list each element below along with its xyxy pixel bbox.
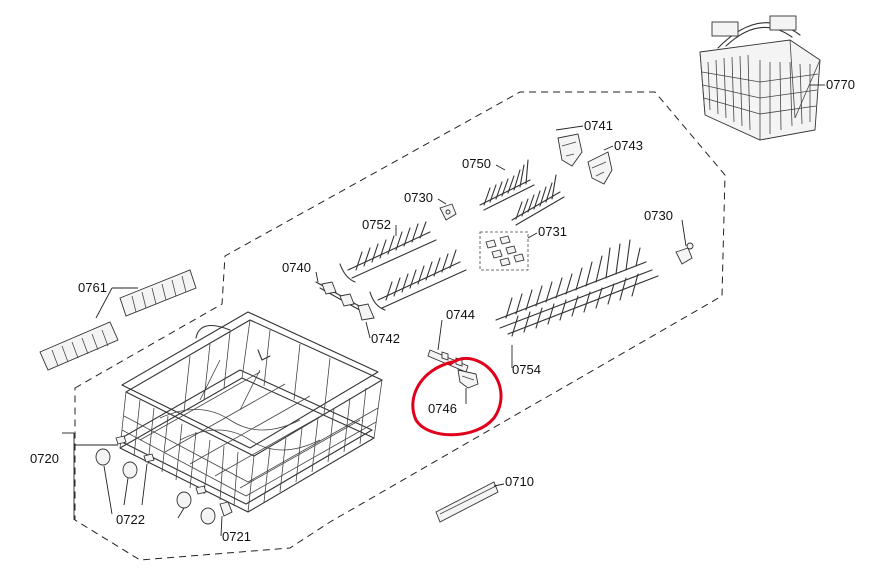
label-0730-upper: 0730 (404, 190, 433, 205)
strip-0710[interactable] (435, 481, 499, 523)
holder-0746[interactable] (457, 369, 479, 389)
label-0731: 0731 (538, 224, 567, 239)
label-0740: 0740 (282, 260, 311, 275)
clip-set-0731[interactable] (479, 231, 529, 271)
lower-basket-0720[interactable] (117, 311, 383, 513)
label-0742: 0742 (371, 331, 400, 346)
tine-rack-0750[interactable] (479, 159, 565, 226)
label-0754: 0754 (512, 362, 541, 377)
label-0721: 0721 (222, 529, 251, 544)
cutlery-basket-0770[interactable] (699, 15, 821, 141)
tine-rack-0754[interactable] (495, 239, 659, 337)
label-0761: 0761 (78, 280, 107, 295)
label-0710: 0710 (505, 474, 534, 489)
tine-rack-0752[interactable] (339, 221, 467, 311)
clip-0730-right[interactable] (675, 242, 694, 265)
clip-0741[interactable] (557, 133, 583, 167)
label-0770: 0770 (826, 77, 855, 92)
label-0722: 0722 (116, 512, 145, 527)
label-0744: 0744 (446, 307, 475, 322)
clip-0730-upper[interactable] (439, 203, 457, 221)
clip-0743[interactable] (587, 151, 613, 185)
label-0746: 0746 (428, 401, 457, 416)
axle-0721[interactable] (219, 501, 233, 517)
highlight-circle (411, 356, 503, 437)
label-0750: 0750 (462, 156, 491, 171)
folding-spikes-0761[interactable] (39, 269, 197, 371)
wheel-set-0722[interactable] (95, 435, 216, 525)
assembly-boundary-outline (74, 91, 726, 561)
label-0743: 0743 (614, 138, 643, 153)
holder-0740[interactable] (315, 281, 375, 321)
label-0741: 0741 (584, 118, 613, 133)
label-0752: 0752 (362, 217, 391, 232)
label-0720: 0720 (30, 451, 59, 466)
label-0730-right: 0730 (644, 208, 673, 223)
